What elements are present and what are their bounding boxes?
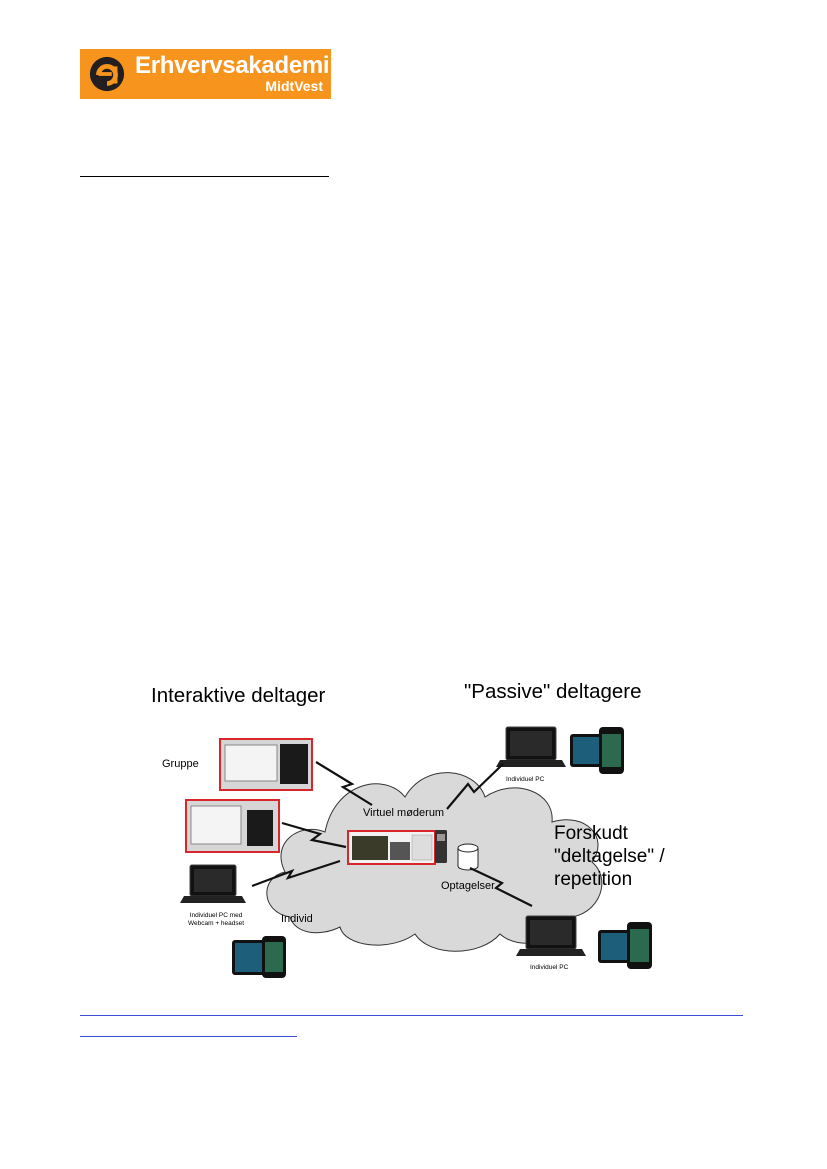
heading-interactive: Interaktive deltager <box>151 684 326 707</box>
virtual-meeting-diagram: Interaktive deltager "Passive" deltagere… <box>140 672 700 992</box>
label-pc-top: Individuel PC <box>506 776 545 783</box>
label-pc-webcam: Individuel PC med Webcam + headset <box>188 912 245 927</box>
label-forskudt-line-2: "deltagelse" / <box>554 846 665 867</box>
label-pc-bottom: Individuel PC <box>530 964 569 971</box>
desk-phone-icon <box>435 830 447 863</box>
logo-title: Erhvervsakademi <box>135 52 330 79</box>
label-forskudt-line-3: repetition <box>554 869 633 890</box>
virtual-room-screen <box>347 830 436 865</box>
heading-passive: "Passive" deltagere <box>464 680 642 703</box>
logo-subtitle: MidtVest <box>265 78 323 94</box>
tablet-phone-icon-bottom <box>598 922 652 969</box>
link-group-1 <box>315 761 373 806</box>
group-room-photo-2 <box>185 799 280 853</box>
label-group: Gruppe <box>162 758 199 770</box>
link-laptop-bottom <box>469 867 533 907</box>
link-laptop-top <box>446 763 504 810</box>
link-laptop-webcam <box>251 859 341 888</box>
group-room-photo-1 <box>219 738 313 791</box>
laptop-icon-top <box>496 726 566 767</box>
hyperlink-underline-1[interactable] <box>80 1015 743 1016</box>
label-virtual-room: Virtuel møderum <box>363 807 445 819</box>
tablet-phone-icon-top <box>570 727 624 774</box>
recordings-database-icon <box>457 843 479 871</box>
diagram-graphics <box>180 726 652 978</box>
laptop-icon-bottom <box>516 915 586 956</box>
brand-logo: Erhvervsakademi MidtVest <box>80 49 331 99</box>
tablet-phone-icon-left <box>232 936 286 978</box>
hyperlink-underline-2[interactable] <box>80 1036 297 1037</box>
laptop-icon-webcam <box>180 864 246 903</box>
link-group-2 <box>281 821 347 849</box>
label-recordings: Optagelser <box>441 880 495 892</box>
label-individual: Individ <box>281 913 313 925</box>
header-divider <box>80 176 329 177</box>
label-forskudt-line-1: Forskudt <box>554 823 628 844</box>
ea-logo-icon <box>89 56 125 92</box>
